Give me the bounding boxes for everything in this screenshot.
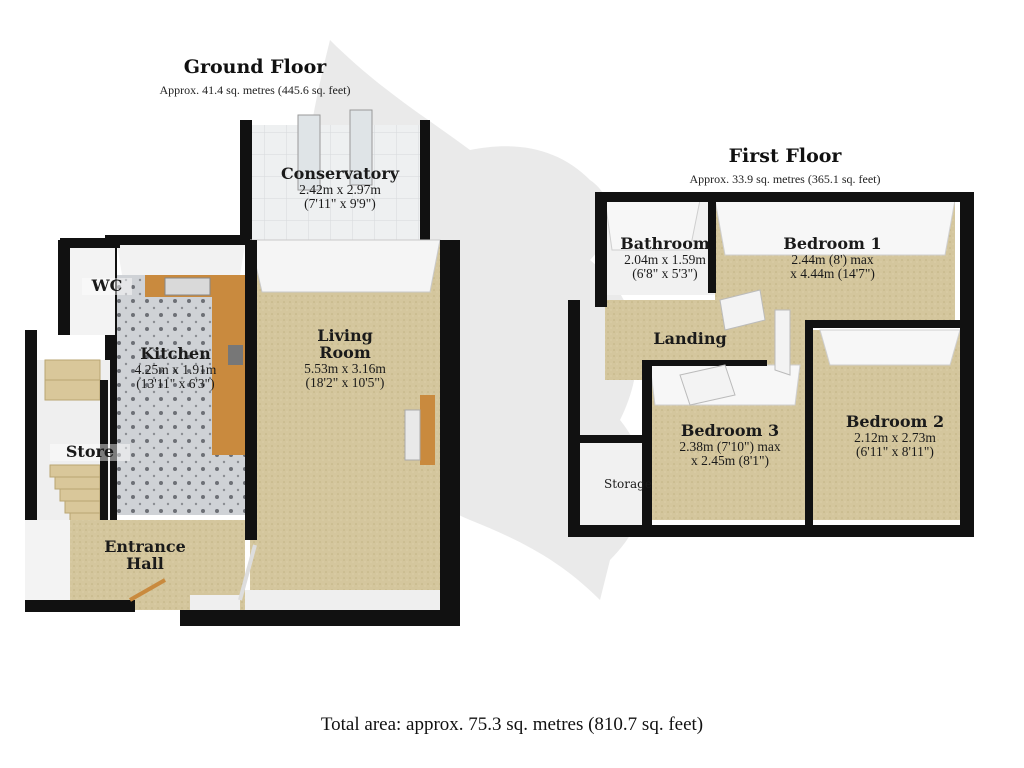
room-dimensions-metric: 2.42m x 2.97m bbox=[299, 181, 381, 197]
room-dimensions-metric: 2.12m x 2.73m bbox=[854, 429, 936, 445]
room-dimensions-line1: 2.38m (7'10") max bbox=[679, 438, 781, 454]
room-name-line1: Living bbox=[317, 326, 373, 345]
room-name-line2: Room bbox=[319, 342, 371, 362]
room-bathroom: Bathroom 2.04m x 1.59m (6'8" x 5'3") bbox=[605, 234, 725, 281]
room-conservatory: Conservatory 2.42m x 2.97m (7'11" x 9'9"… bbox=[255, 164, 425, 211]
room-name: Landing bbox=[653, 329, 727, 348]
room-dimensions-imperial: (18'2" x 10'5") bbox=[305, 374, 385, 390]
room-dimensions-line1: 2.44m (8') max bbox=[791, 251, 874, 267]
room-name-line1: Entrance bbox=[104, 537, 186, 556]
first-floor-plan bbox=[568, 192, 974, 537]
total-area: Total area: approx. 75.3 sq. metres (810… bbox=[320, 714, 704, 735]
room-entrance-hall: Entrance Hall bbox=[90, 537, 200, 573]
staircase bbox=[44, 359, 101, 526]
room-wc: WC bbox=[82, 277, 132, 295]
room-dimensions-metric: 2.04m x 1.59m bbox=[624, 251, 706, 267]
ground-floor-area: Approx. 41.4 sq. metres (445.6 sq. feet) bbox=[159, 83, 351, 97]
first-floor-area: Approx. 33.9 sq. metres (365.1 sq. feet) bbox=[689, 172, 881, 186]
room-name: Bedroom 3 bbox=[680, 421, 780, 440]
room-storage: Storage bbox=[592, 478, 664, 491]
room-store: Store bbox=[50, 443, 130, 461]
room-name: Bathroom bbox=[620, 234, 710, 253]
room-name: Kitchen bbox=[140, 344, 211, 363]
first-floor-title: First Floor bbox=[728, 145, 842, 167]
room-name: Store bbox=[50, 443, 130, 461]
room-dimensions-line2: x 4.44m (14'7") bbox=[790, 265, 875, 281]
room-kitchen: Kitchen 4.25m x 1.91m (13'11" x 6'3") bbox=[108, 344, 243, 391]
room-name-line2: Hall bbox=[126, 553, 164, 573]
room-name: WC bbox=[82, 277, 132, 295]
room-bedroom-2: Bedroom 2 2.12m x 2.73m (6'11" x 8'11") bbox=[830, 412, 960, 459]
room-dimensions-metric: 5.53m x 3.16m bbox=[304, 360, 386, 376]
room-living-room: Living Room 5.53m x 3.16m (18'2" x 10'5"… bbox=[270, 326, 420, 390]
room-name: Bedroom 1 bbox=[783, 234, 882, 253]
room-dimensions-imperial: (13'11" x 6'3") bbox=[136, 375, 215, 391]
ground-floor-title: Ground Floor bbox=[183, 56, 327, 78]
room-name: Storage bbox=[604, 477, 652, 491]
ground-floor-plan bbox=[25, 109, 460, 626]
room-dimensions-imperial: (6'8" x 5'3") bbox=[632, 265, 698, 281]
room-dimensions-metric: 4.25m x 1.91m bbox=[134, 361, 217, 377]
room-bedroom-1: Bedroom 1 2.44m (8') max x 4.44m (14'7") bbox=[765, 234, 900, 281]
room-name: Bedroom 2 bbox=[845, 412, 945, 431]
room-dimensions-line2: x 2.45m (8'1") bbox=[690, 452, 770, 468]
room-dimensions-imperial: (7'11" x 9'9") bbox=[304, 195, 376, 211]
room-bedroom-3: Bedroom 3 2.38m (7'10") max x 2.45m (8'1… bbox=[655, 421, 805, 468]
room-name: Conservatory bbox=[280, 164, 400, 183]
room-landing: Landing bbox=[640, 329, 740, 348]
room-dimensions-imperial: (6'11" x 8'11") bbox=[856, 443, 934, 459]
